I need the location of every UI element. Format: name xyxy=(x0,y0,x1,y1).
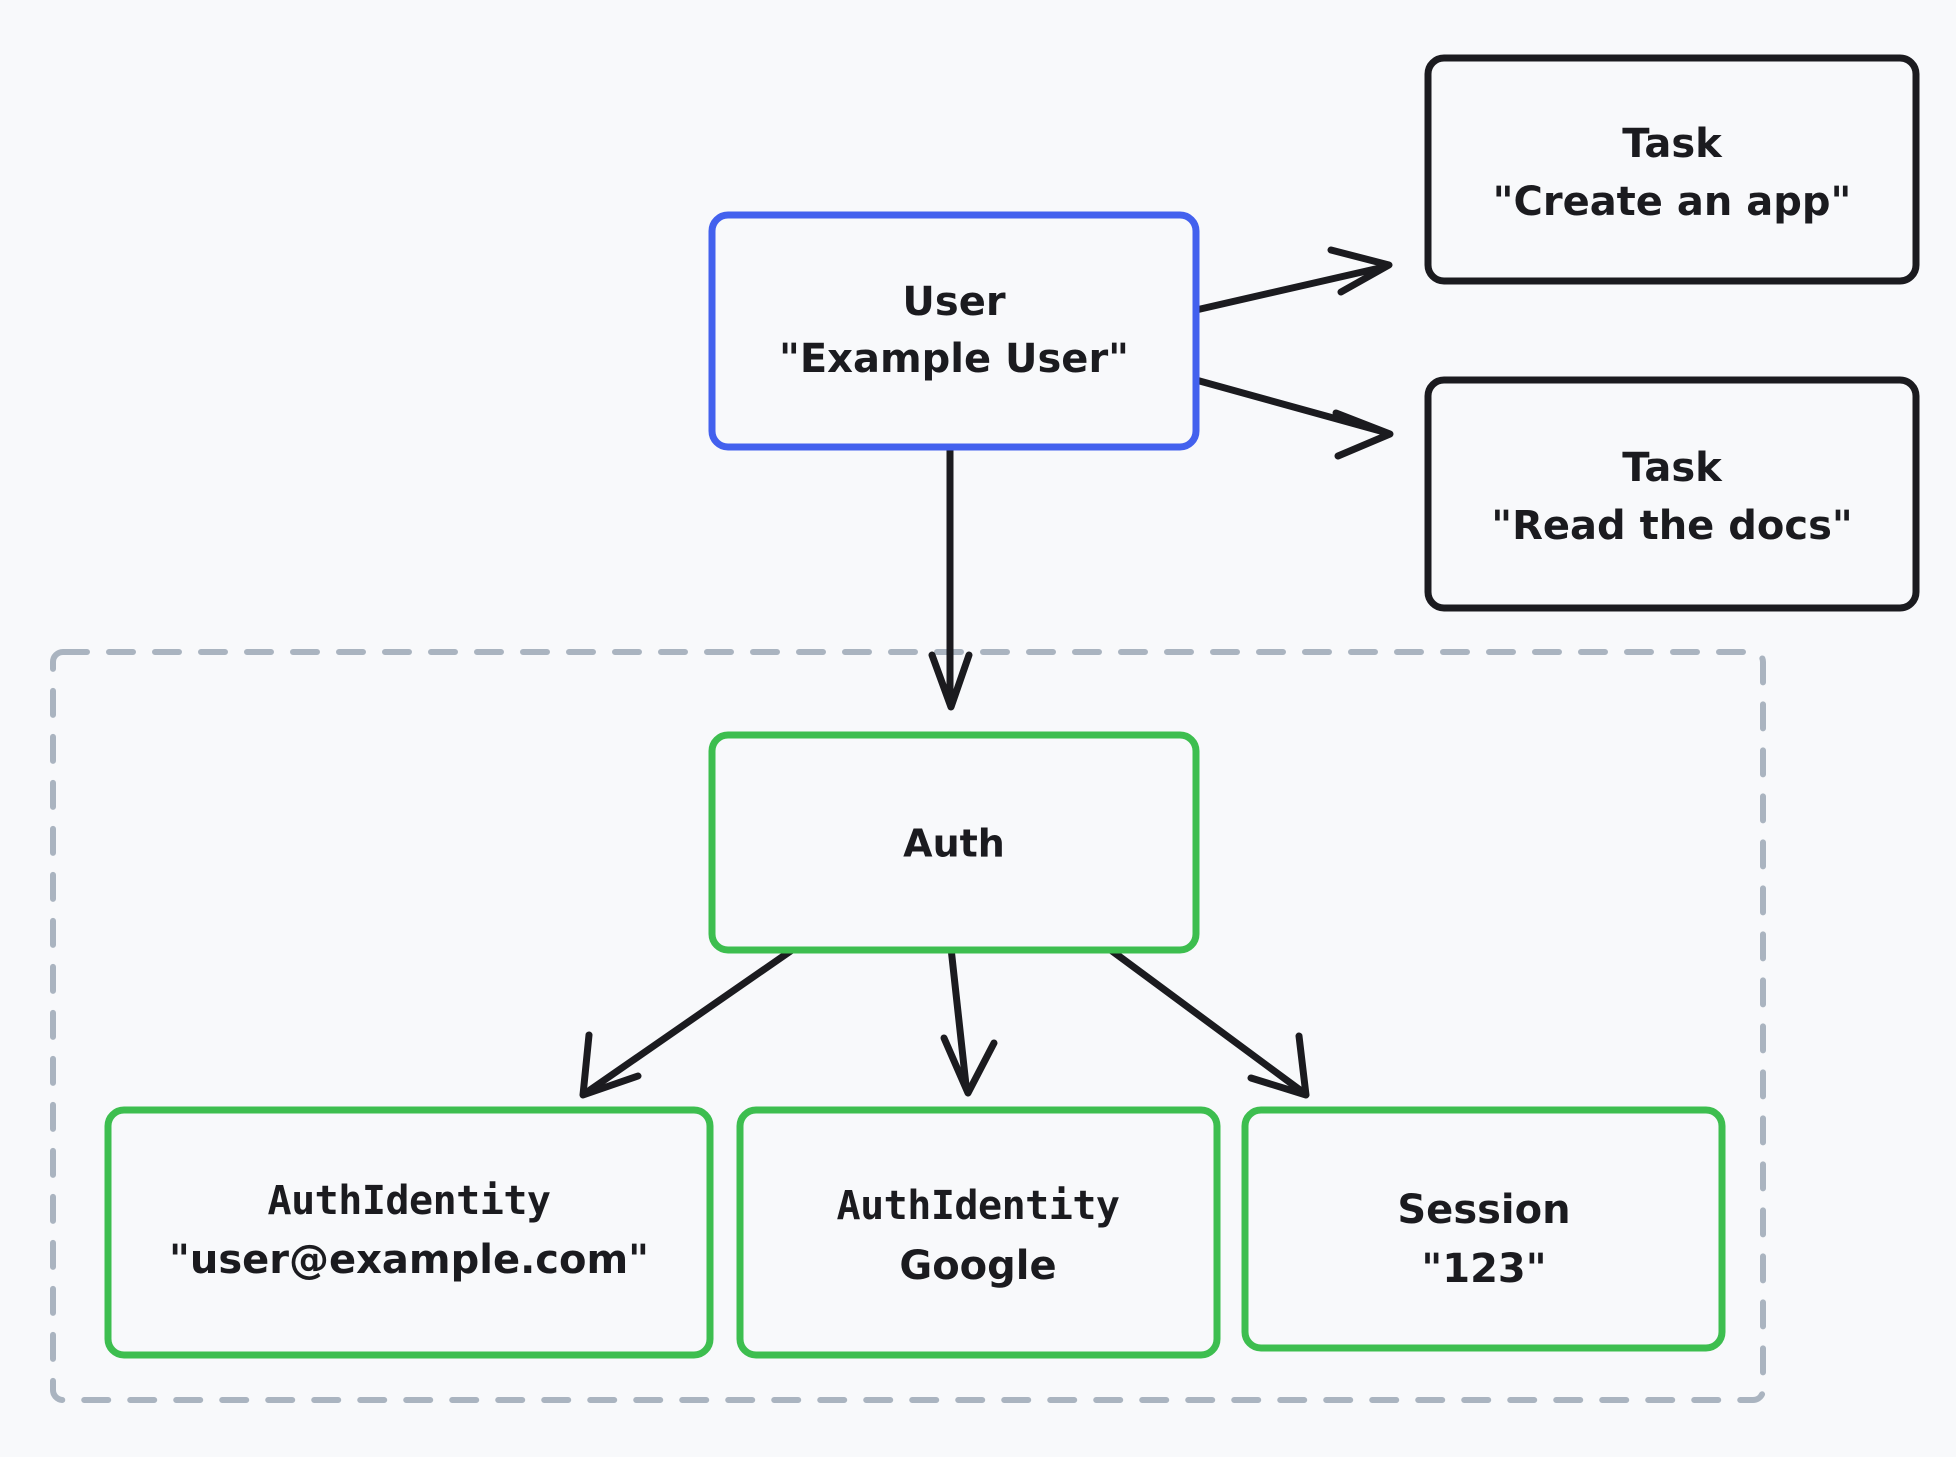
auth-identity-email-node[interactable]: AuthIdentity "user@example.com" xyxy=(104,1106,714,1359)
user-node-value: "Example User" xyxy=(779,336,1129,382)
auth-identity-google-node-box[interactable] xyxy=(736,1106,1221,1359)
session-node[interactable]: Session "123" xyxy=(1241,1106,1726,1352)
task-read-docs-node-value: "Read the docs" xyxy=(1491,503,1852,549)
user-node-title: User xyxy=(902,279,1005,325)
task-create-app-node[interactable]: Task "Create an app" xyxy=(1424,54,1920,285)
session-node-box[interactable] xyxy=(1241,1106,1726,1352)
edge-auth-to-auth-identity-email xyxy=(579,944,799,1099)
task-create-app-node-box[interactable] xyxy=(1424,54,1920,285)
auth-identity-google-node-value: Google xyxy=(899,1243,1056,1289)
auth-node[interactable]: Auth xyxy=(708,731,1200,954)
auth-identity-email-node-box[interactable] xyxy=(104,1106,714,1359)
auth-identity-google-node[interactable]: AuthIdentity Google xyxy=(736,1106,1221,1359)
task-create-app-node-value: "Create an app" xyxy=(1493,179,1852,225)
user-node-box[interactable] xyxy=(708,211,1200,451)
task-create-app-node-title: Task xyxy=(1622,121,1723,167)
auth-node-title: Auth xyxy=(903,822,1005,866)
auth-node-box[interactable] xyxy=(708,731,1200,954)
edge-user-to-task-create-app xyxy=(1192,246,1393,314)
auth-group-container xyxy=(50,649,1766,1403)
task-read-docs-node-title: Task xyxy=(1622,445,1723,491)
session-node-title: Session xyxy=(1397,1187,1570,1233)
auth-identity-email-node-value: "user@example.com" xyxy=(169,1237,649,1283)
edge-user-to-task-read-docs xyxy=(1192,376,1394,460)
auth-identity-google-node-title: AuthIdentity xyxy=(837,1183,1120,1229)
task-read-docs-node-box[interactable] xyxy=(1424,376,1920,612)
auth-identity-email-node-title: AuthIdentity xyxy=(268,1178,551,1224)
edge-auth-to-session xyxy=(1104,944,1310,1099)
session-node-value: "123" xyxy=(1421,1246,1546,1292)
edge-auth-to-auth-identity-google xyxy=(940,944,998,1097)
task-read-docs-node[interactable]: Task "Read the docs" xyxy=(1424,376,1920,612)
user-node[interactable]: User "Example User" xyxy=(708,211,1200,451)
edge-user-to-auth xyxy=(928,445,973,711)
